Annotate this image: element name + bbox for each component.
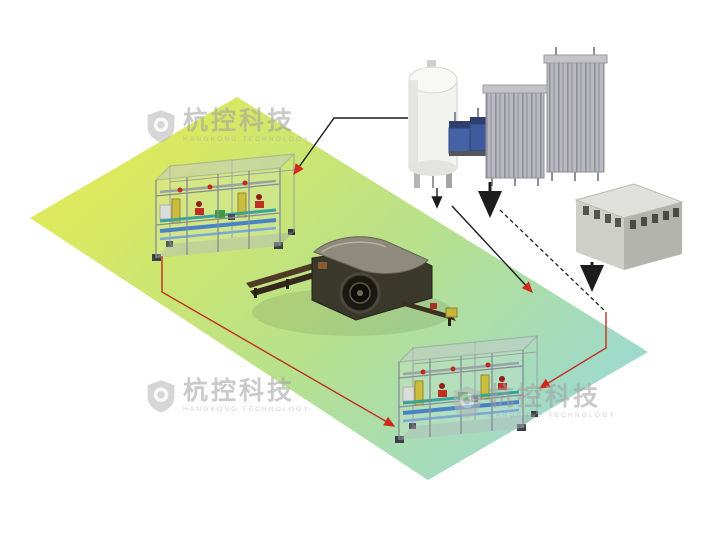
outfeed-rail — [400, 300, 456, 321]
flowmeter — [215, 210, 225, 218]
ambient-vaporizers-front — [482, 84, 548, 186]
gas-control-skid-right — [393, 334, 540, 445]
return-line-to-right-skid — [538, 312, 607, 389]
building-roof — [574, 183, 684, 219]
infeed-rail — [246, 261, 324, 288]
control-building — [574, 183, 684, 270]
signal-line-dashed — [499, 209, 607, 313]
valve — [255, 201, 264, 208]
ambient-vaporizers-rear — [543, 47, 608, 181]
return-line-left-loop — [161, 256, 396, 427]
cabinet — [159, 204, 172, 220]
supply-line-diagonal — [451, 205, 533, 294]
processing-machine — [246, 236, 458, 336]
supply-line-tank-to-left-skid — [293, 117, 408, 176]
machine-hood — [313, 236, 429, 274]
building-front-face — [576, 200, 624, 270]
gas-control-skid-left — [152, 153, 296, 261]
outfeed-box — [445, 307, 458, 318]
flow-lines — [161, 117, 607, 427]
valve — [195, 208, 204, 215]
